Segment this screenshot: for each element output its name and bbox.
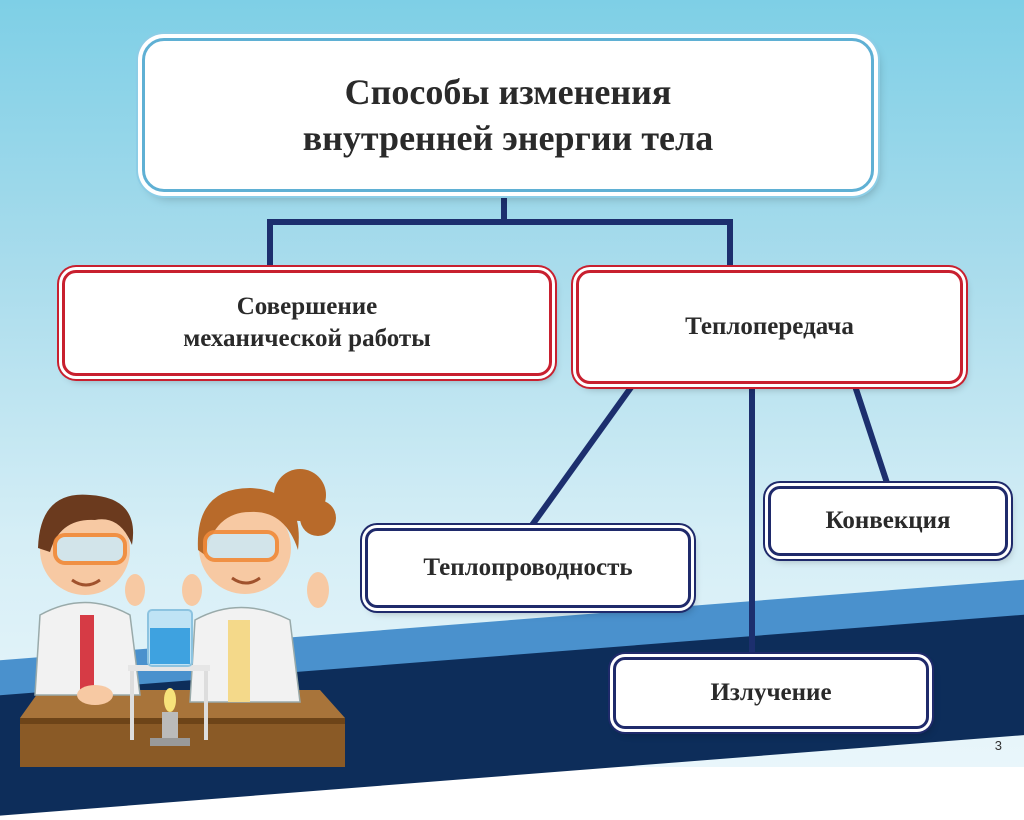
work-label-line1: Совершение: [236, 293, 378, 320]
radiation-label: Излучение: [710, 679, 832, 706]
heat-transfer-label: Теплопередача: [685, 313, 854, 340]
connector-to-conduction: [525, 381, 637, 533]
conduction-label: Теплопроводность: [423, 554, 633, 581]
work-label-line2: механической работы: [183, 325, 431, 352]
heat-transfer-box: Теплопередача: [576, 270, 963, 384]
convection-label: Конвекция: [825, 507, 951, 534]
work-box: Совершение механической работы: [62, 270, 552, 376]
radiation-box: Излучение: [613, 657, 929, 729]
root-title-line1: Способы изменения: [344, 72, 672, 112]
root-title-line2: внутренней энергии тела: [302, 118, 714, 158]
connector-to-convection: [851, 382, 892, 490]
connector-lines: [267, 189, 892, 659]
convection-box: Конвекция: [768, 486, 1008, 556]
slide-number: 3: [994, 738, 1002, 753]
scientists-illustration-icon: [20, 469, 345, 767]
root-box: Способы изменения внутренней энергии тел…: [142, 38, 874, 192]
conduction-box: Теплопроводность: [365, 528, 691, 608]
